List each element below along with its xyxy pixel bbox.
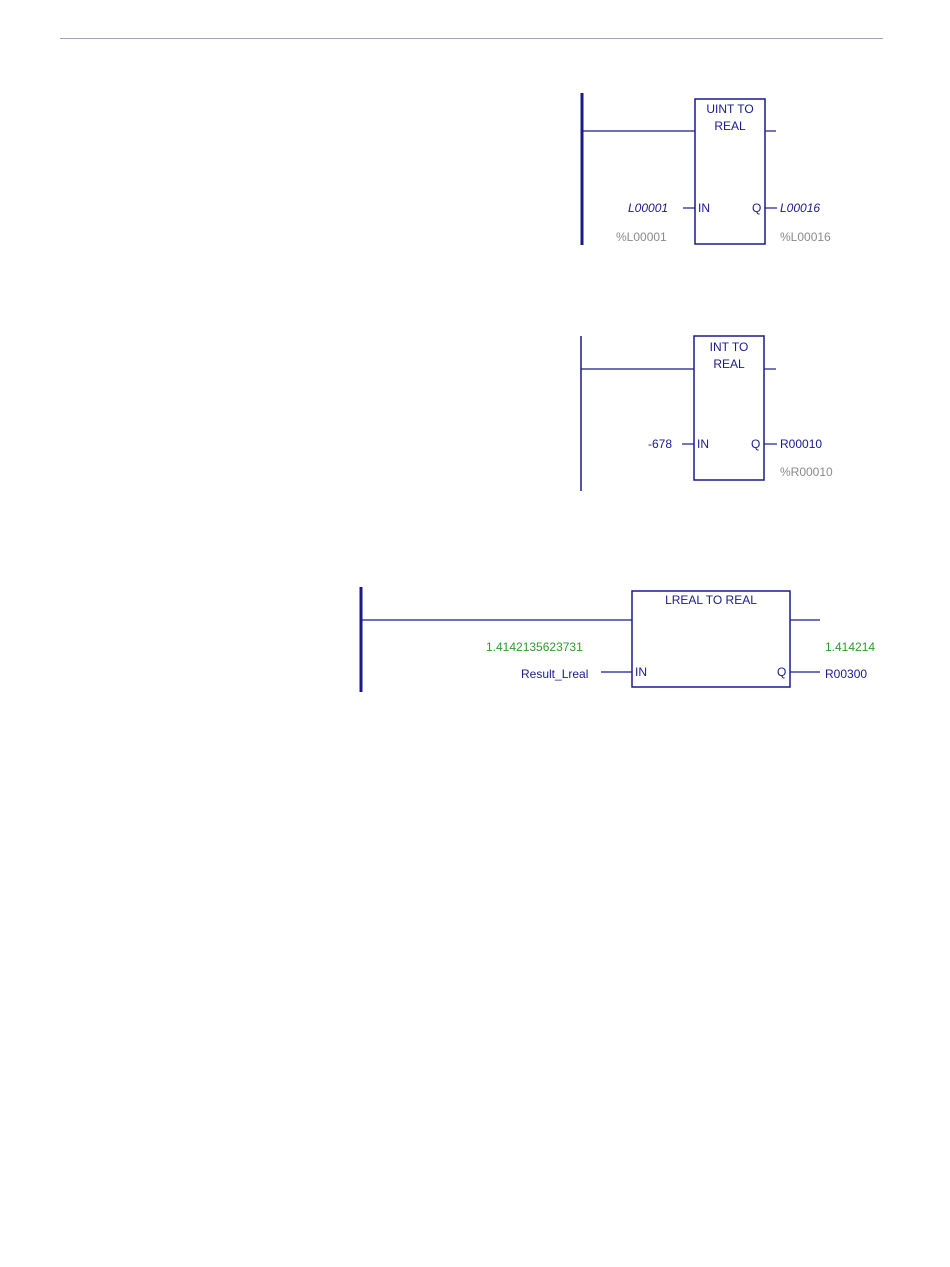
rung-2-in-pin: IN <box>697 437 709 451</box>
rung-3-in-value: 1.4142135623731 <box>486 640 583 654</box>
rung-2-q-pin: Q <box>751 437 760 451</box>
rung-1-q-pin: Q <box>752 201 761 215</box>
rung-1-q-address: %L00016 <box>780 230 831 244</box>
rung-1-block-title-line-1: UINT TO <box>695 101 765 118</box>
rung-1-block-title-line-2: REAL <box>695 118 765 135</box>
rung-3-in-pin: IN <box>635 665 647 679</box>
rung-3-q-value: 1.414214 <box>825 640 875 654</box>
rung-2-block-title-line-2: REAL <box>694 356 764 373</box>
rung-2-q-address: %R00010 <box>780 465 833 479</box>
rung-2-q-operand: R00010 <box>780 437 822 451</box>
rung-3-block-title: LREAL TO REAL <box>632 592 790 609</box>
rung-2-in-operand: -678 <box>648 437 672 451</box>
rung-1-q-operand: L00016 <box>780 201 820 215</box>
rung-1-in-operand: L00001 <box>628 201 668 215</box>
rung-1-in-pin: IN <box>698 201 710 215</box>
rung-3-in-operand: Result_Lreal <box>521 667 588 681</box>
rung-1-in-address: %L00001 <box>616 230 667 244</box>
rung-3-q-operand: R00300 <box>825 667 867 681</box>
rung-2-block-title-line-1: INT TO <box>694 339 764 356</box>
rung-3-q-pin: Q <box>777 665 786 679</box>
